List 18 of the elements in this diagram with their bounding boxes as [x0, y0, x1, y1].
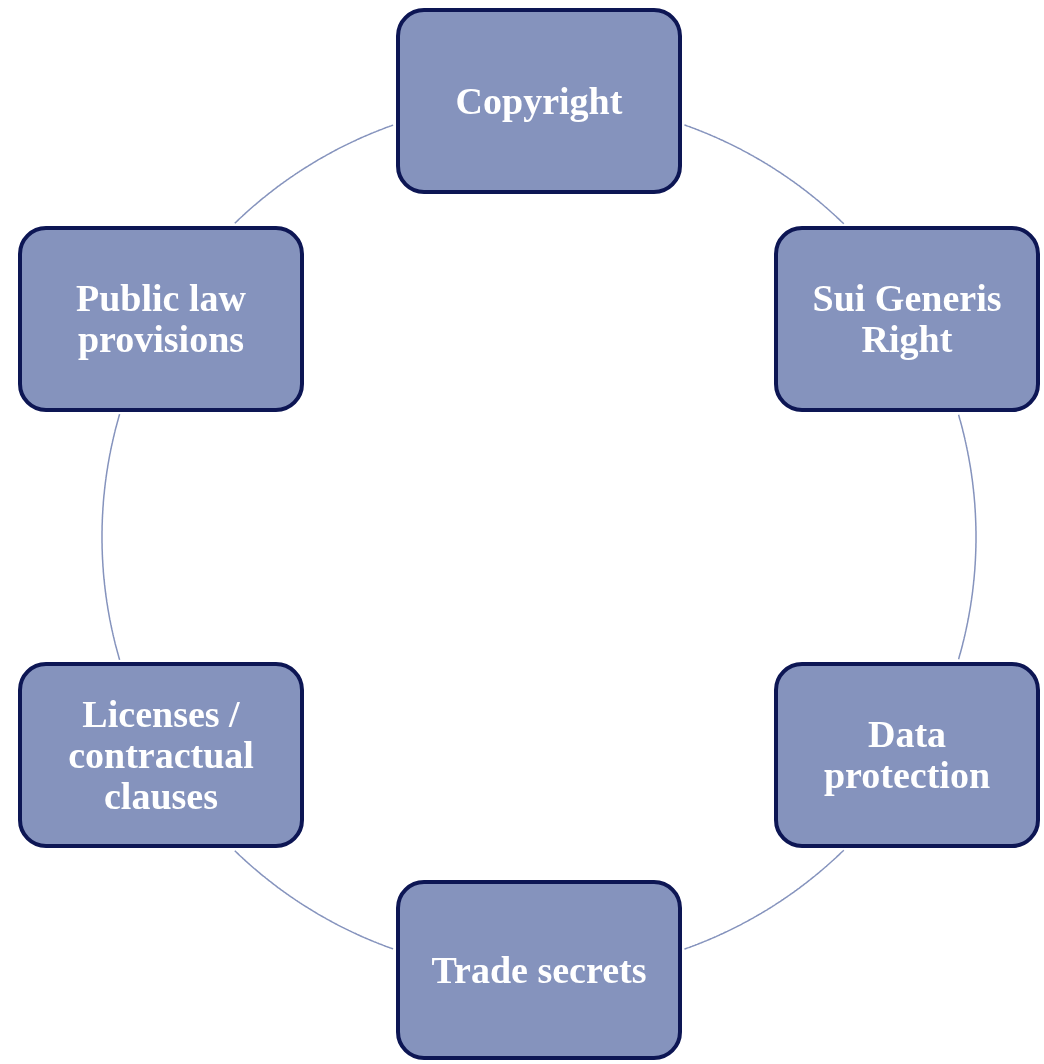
topic-box — [774, 662, 1040, 848]
topic-label: Licenses / contractual clauses — [67, 693, 255, 817]
topic-label: Trade secrets — [431, 949, 647, 991]
topic-box — [18, 226, 304, 412]
topic-box — [774, 226, 1040, 412]
topic-box — [18, 662, 304, 848]
topic-box — [396, 8, 682, 194]
connector-arc — [957, 414, 977, 660]
topic-label: Data protection — [822, 714, 991, 796]
topic-label: Sui Generis Right — [811, 278, 1003, 360]
connector-arc — [234, 849, 394, 950]
connector-arc — [683, 849, 845, 950]
connector-arc — [101, 413, 121, 661]
connector-arc — [683, 124, 845, 225]
topic-label: Public law provisions — [75, 278, 247, 360]
topic-label: Copyright — [455, 80, 623, 122]
connector-arc — [234, 124, 394, 225]
topic-box — [396, 880, 682, 1060]
